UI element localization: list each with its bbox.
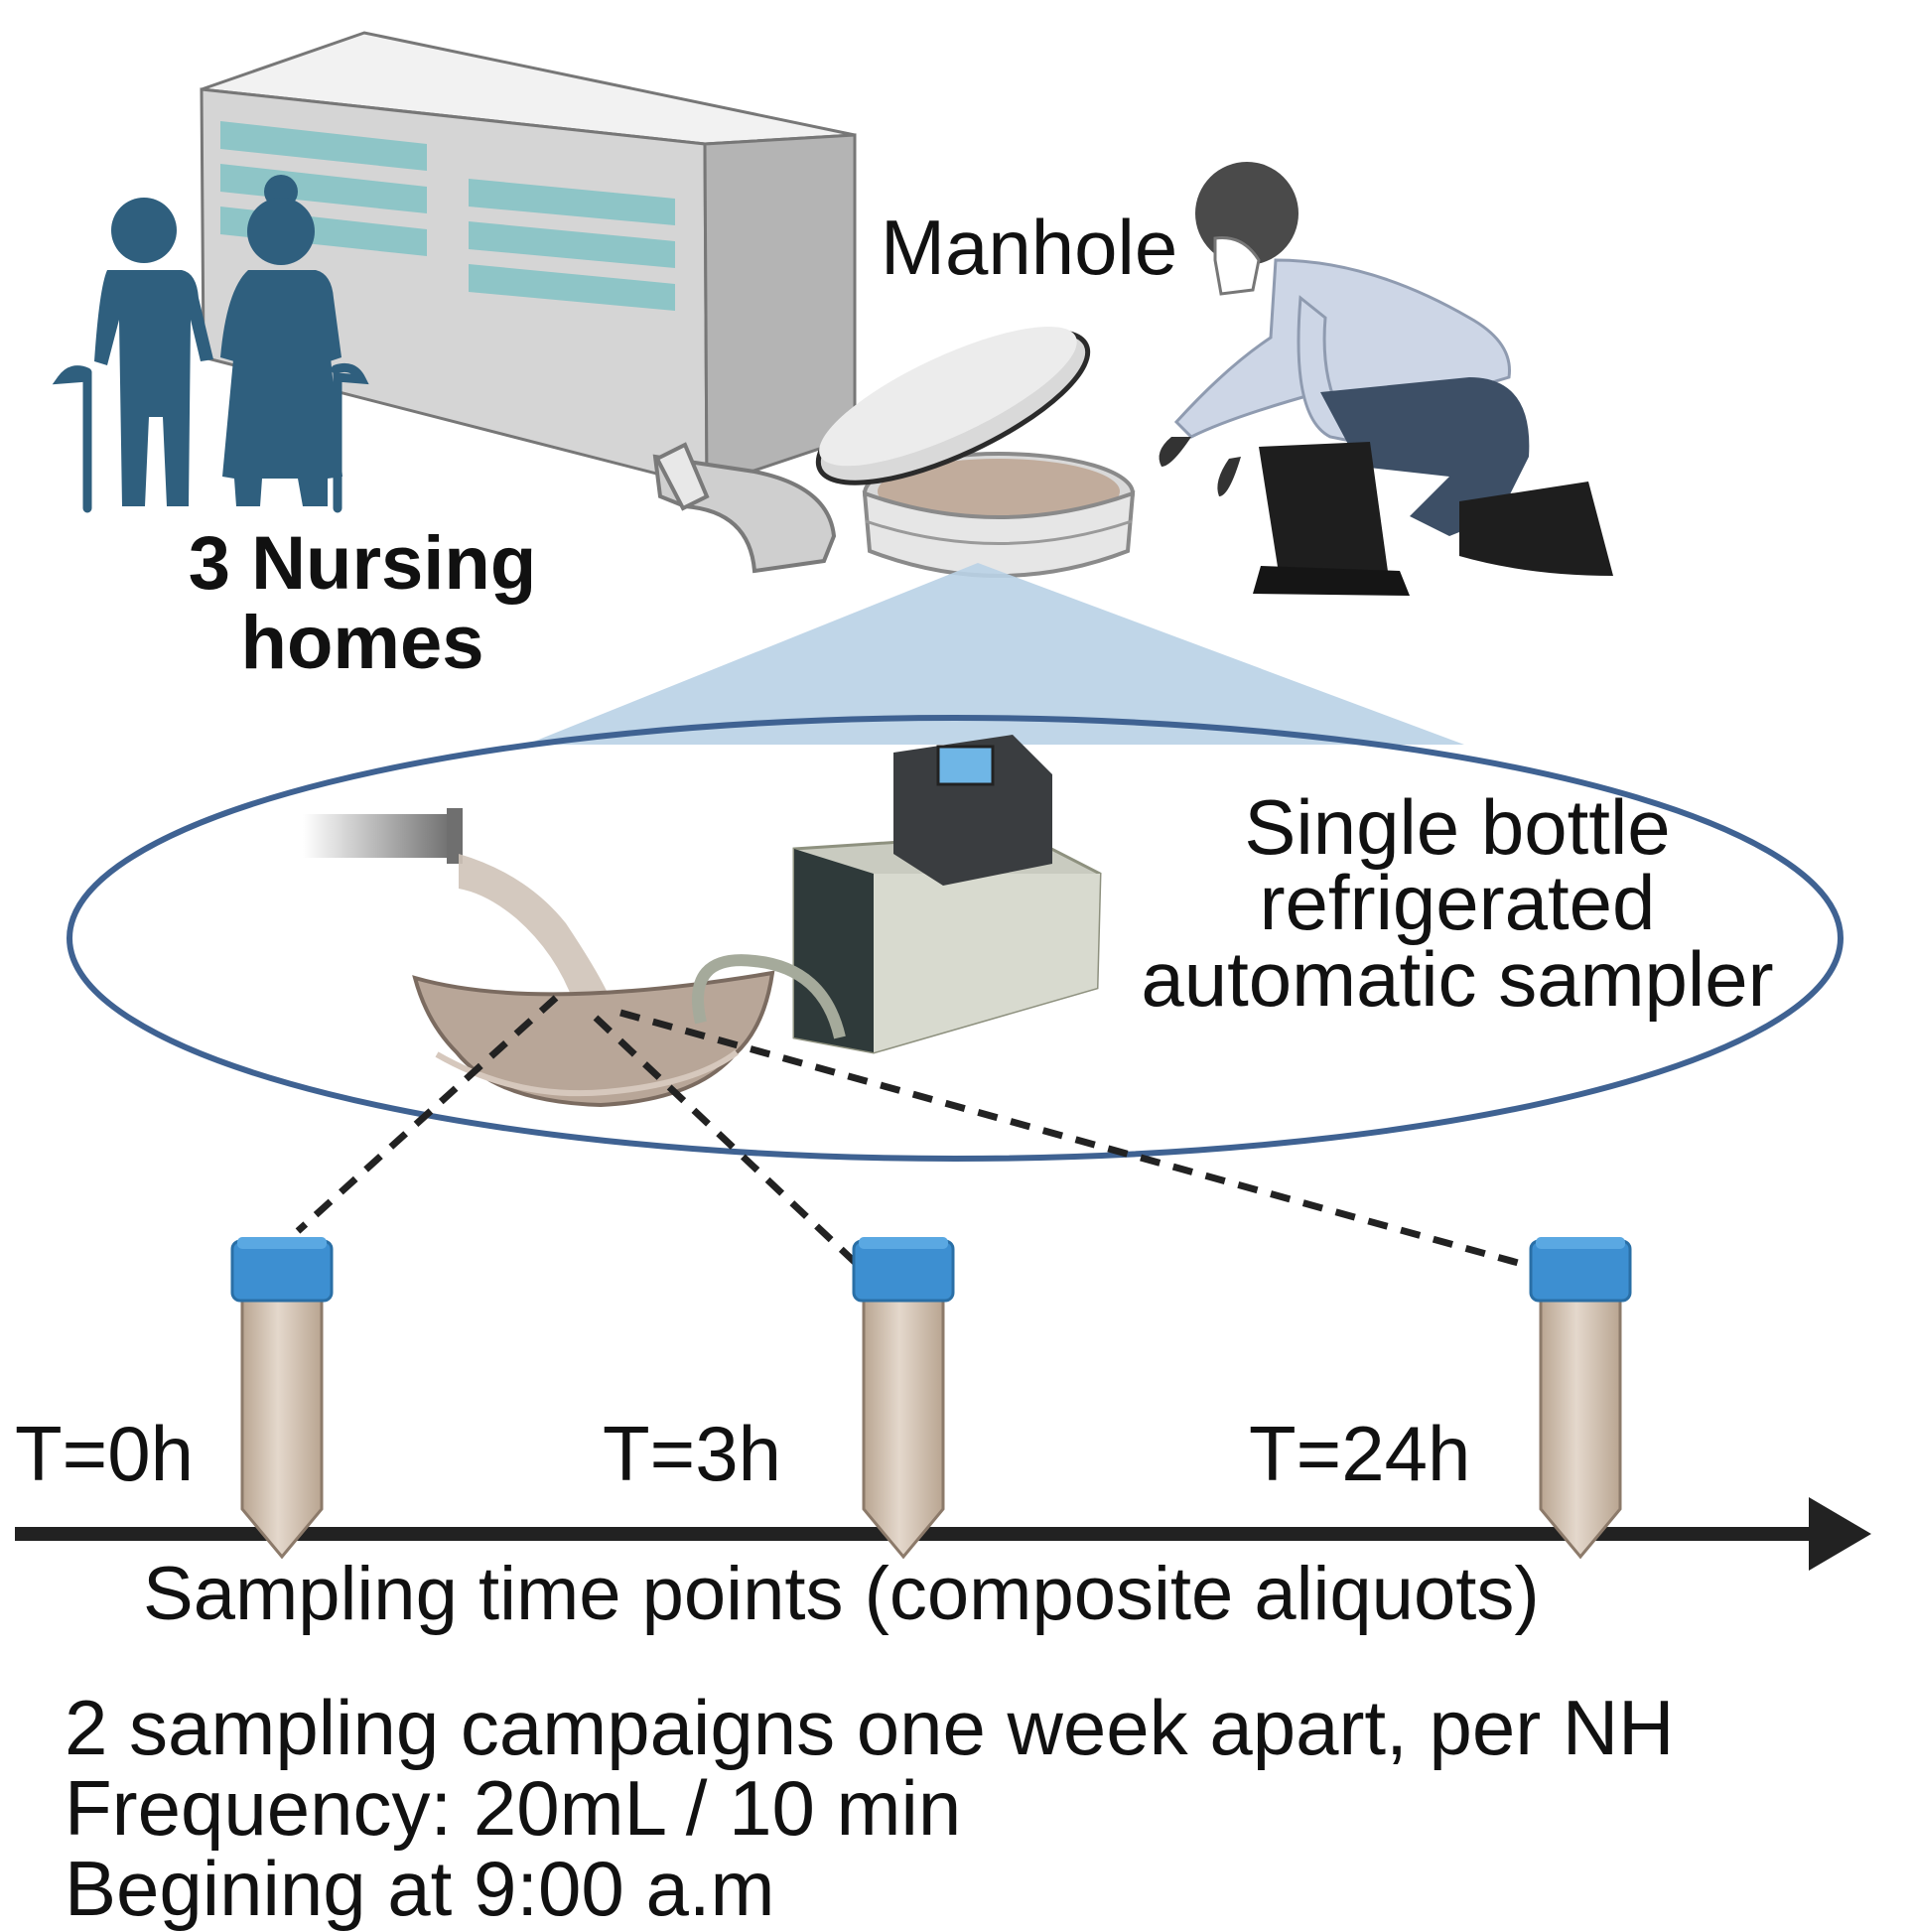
note-frequency: Frequency: 20mL / 10 min (65, 1764, 962, 1853)
time-point-label-t0: T=0h (15, 1410, 194, 1497)
manhole-icon (652, 327, 1136, 578)
sampler-label: Single bottle refrigerated automatic sam… (1110, 783, 1805, 1023)
focus-cone (526, 563, 1464, 745)
sampler-label-line-3: automatic sampler (1141, 934, 1774, 1023)
sample-tube-icon-t24 (1529, 1237, 1632, 1560)
autosampler-icon (692, 735, 1102, 1054)
sampling-notes: 2 sampling campaigns one week apart, per… (65, 1684, 1675, 1932)
sampler-focus-ellipse (67, 715, 1844, 1162)
note-start-time: Begining at 9:00 a.m (65, 1845, 775, 1932)
sample-connectors (295, 995, 1530, 1270)
sampler-label-line-1: Single bottle (1244, 783, 1671, 871)
sample-tube-icon-t0 (230, 1237, 334, 1560)
manhole-label: Manhole (881, 204, 1178, 291)
wastewater-outfall-icon (303, 808, 775, 1108)
elderly-residents-icon (52, 175, 369, 513)
time-point-label-t3: T=3h (603, 1410, 781, 1497)
nursing-homes-label: 3 Nursing homes (188, 521, 537, 685)
field-worker-icon (1159, 162, 1613, 596)
note-campaigns: 2 sampling campaigns one week apart, per… (65, 1684, 1675, 1771)
time-point-label-t24: T=24h (1249, 1410, 1471, 1497)
sample-tube-icon-t3 (852, 1237, 955, 1560)
timeline-axis-label: Sampling time points (composite aliquots… (143, 1552, 1540, 1636)
sampler-label-line-2: refrigerated (1259, 859, 1656, 947)
